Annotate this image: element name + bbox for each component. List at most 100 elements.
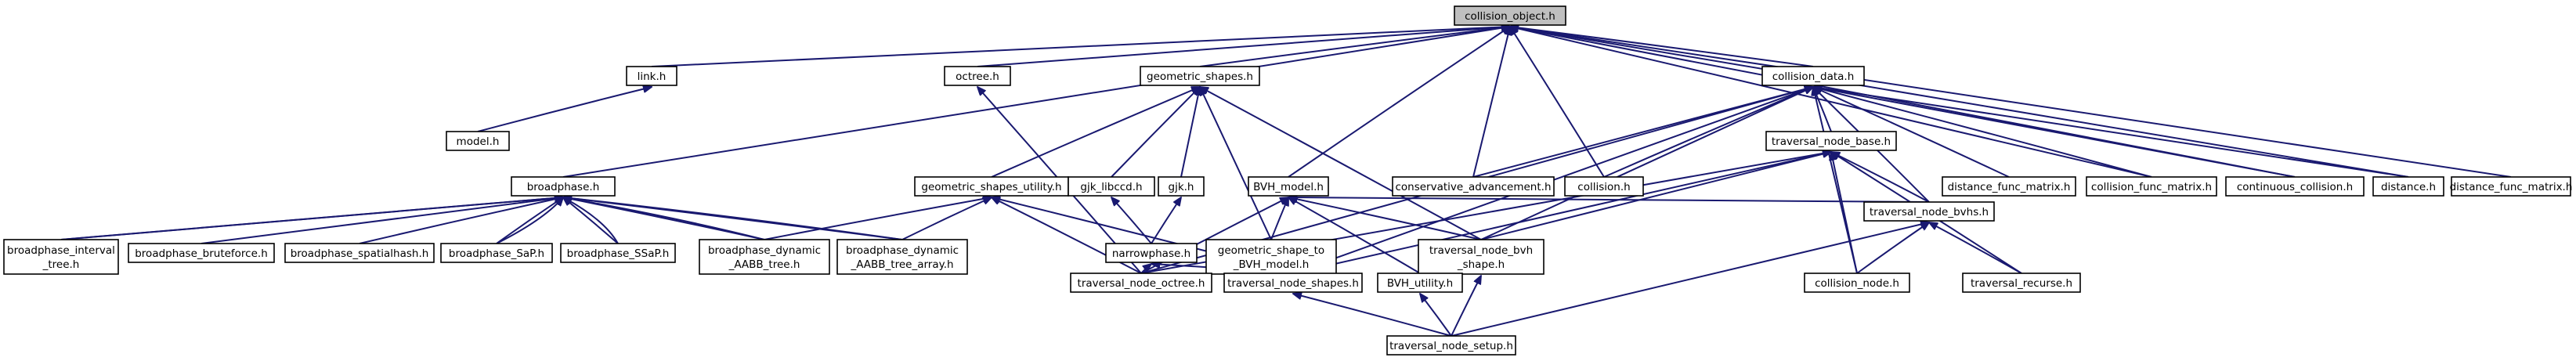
node-box[interactable] [128, 243, 275, 263]
node-broadphase-spatialhash[interactable]: broadphase_spatialhash.h [284, 243, 435, 263]
node-box[interactable] [1068, 176, 1155, 197]
node-broadphase[interactable]: broadphase.h [511, 176, 616, 197]
node-octree[interactable]: octree.h [944, 66, 1011, 86]
node-box[interactable] [511, 176, 616, 197]
node-geometric-shape-to-bvh-model[interactable]: geometric_shape_to_BVH_model.h [1205, 239, 1337, 275]
node-label: broadphase_dynamic [708, 244, 821, 257]
edge-traversal_node_bvh_shape-to-collision_data [1480, 87, 1813, 240]
edge-gjk_libccd-to-geometric_shapes [1111, 87, 1200, 178]
node-label: model.h [457, 135, 500, 148]
node-narrowphase[interactable]: narrowphase.h [1105, 243, 1198, 263]
node-distance-func-matrix-2[interactable]: distance_func_matrix.h [2450, 176, 2573, 197]
node-label: _AABB_tree_array.h [850, 258, 953, 271]
node-broadphase-ssap[interactable]: broadphase_SSaP.h [560, 243, 676, 263]
edge-traversal_recurse-to-traversal_node_bvhs [1929, 222, 2022, 274]
node-geometric-shapes[interactable]: geometric_shapes.h [1140, 66, 1260, 86]
node-broadphase-interval-tree[interactable]: broadphase_interval_tree.h [3, 239, 119, 275]
node-box[interactable] [1140, 66, 1260, 86]
node-box[interactable] [2086, 176, 2217, 197]
node-gjk[interactable]: gjk.h [1158, 176, 1205, 197]
node-label: traversal_node_shapes.h [1227, 277, 1359, 290]
node-box[interactable] [1761, 66, 1865, 86]
node-label: broadphase_bruteforce.h [135, 247, 268, 260]
node-collision[interactable]: collision.h [1564, 176, 1644, 197]
node-box[interactable] [914, 176, 1069, 197]
node-box[interactable] [3, 239, 119, 275]
node-traversal-node-bvh-shape[interactable]: traversal_node_bvh_shape.h [1418, 239, 1545, 275]
node-traversal-node-shapes[interactable]: traversal_node_shapes.h [1223, 273, 1363, 293]
node-traversal-node-base[interactable]: traversal_node_base.h [1765, 131, 1897, 151]
edge-collision_func_matrix-to-collision_object [1510, 27, 2152, 178]
node-box[interactable] [2451, 176, 2571, 197]
node-gjk-libccd[interactable]: gjk_libccd.h [1068, 176, 1155, 197]
node-broadphase-dynamic-aabb-tree-array[interactable]: broadphase_dynamic_AABB_tree_array.h [836, 239, 968, 275]
edge-broadphase_sap-to-broadphase [496, 197, 563, 244]
node-label: collision_object.h [1465, 10, 1555, 23]
node-box[interactable] [1765, 131, 1897, 151]
node-collision-data[interactable]: collision_data.h [1761, 66, 1865, 86]
node-box[interactable] [1564, 176, 1644, 197]
node-label: traversal_node_bvhs.h [1870, 206, 1989, 218]
node-broadphase-sap[interactable]: broadphase_SaP.h [440, 243, 553, 263]
node-distance[interactable]: distance.h [2372, 176, 2444, 197]
node-box[interactable] [1223, 273, 1363, 293]
node-box[interactable] [1804, 273, 1910, 293]
node-box[interactable] [1454, 5, 1566, 26]
node-link[interactable]: link.h [626, 66, 677, 86]
node-collision-object[interactable]: collision_object.h [1454, 5, 1566, 26]
node-collision-func-matrix[interactable]: collision_func_matrix.h [2086, 176, 2217, 197]
node-box[interactable] [1248, 176, 1329, 197]
node-box[interactable] [1392, 176, 1555, 197]
node-label: distance_func_matrix.h [2450, 181, 2573, 193]
edge-narrowphase-to-gjk [1151, 197, 1181, 244]
edge-traversal_node_octree-to-bvh_model [1140, 197, 1288, 274]
node-box[interactable] [836, 239, 968, 275]
node-bvh-utility[interactable]: BVH_utility.h [1377, 273, 1463, 293]
edge-collision_data-to-collision_object [1510, 27, 1814, 67]
edge-distance_func_matrix_2-to-collision_object [1510, 27, 2512, 178]
node-traversal-node-bvhs[interactable]: traversal_node_bvhs.h [1863, 201, 1995, 222]
node-box[interactable] [440, 243, 553, 263]
edge-bvh_utility-to-bvh_model [1288, 197, 1421, 274]
node-traversal-recurse[interactable]: traversal_recurse.h [1962, 273, 2081, 293]
edge-collision_func_matrix-to-collision_data [1813, 87, 2152, 178]
node-model[interactable]: model.h [446, 131, 510, 151]
node-label: conservative_advancement.h [1395, 181, 1551, 193]
edge-continuous_collision-to-collision_data [1813, 87, 2296, 178]
node-label: distance_func_matrix.h [1948, 181, 2071, 193]
node-box[interactable] [1158, 176, 1205, 197]
node-box[interactable] [284, 243, 435, 263]
node-box[interactable] [1863, 201, 1995, 222]
node-label: broadphase_spatialhash.h [291, 247, 429, 260]
node-box[interactable] [1418, 239, 1545, 275]
node-collision-node[interactable]: collision_node.h [1804, 273, 1910, 293]
node-label: collision.h [1577, 181, 1630, 193]
edge-traversal_node_octree-to-geometric_shapes_utility [992, 197, 1142, 274]
node-broadphase-dynamic-aabb-tree[interactable]: broadphase_dynamic_AABB_tree.h [699, 239, 830, 275]
node-box[interactable] [1942, 176, 2076, 197]
node-box[interactable] [1386, 335, 1516, 356]
node-conservative-advancement[interactable]: conservative_advancement.h [1392, 176, 1555, 197]
node-box[interactable] [2225, 176, 2365, 197]
node-box[interactable] [1377, 273, 1463, 293]
node-box[interactable] [1962, 273, 2081, 293]
node-box[interactable] [1205, 239, 1337, 275]
node-geometric-shapes-utility[interactable]: geometric_shapes_utility.h [914, 176, 1069, 197]
node-traversal-node-setup[interactable]: traversal_node_setup.h [1386, 335, 1516, 356]
node-box[interactable] [446, 131, 510, 151]
node-continuous-collision[interactable]: continuous_collision.h [2225, 176, 2365, 197]
node-box[interactable] [1105, 243, 1198, 263]
node-box[interactable] [626, 66, 677, 86]
node-box[interactable] [560, 243, 676, 263]
edge-geometric_shape_to_bvh_model-to-geometric_shapes [1200, 87, 1272, 240]
node-box[interactable] [2372, 176, 2444, 197]
node-distance-func-matrix[interactable]: distance_func_matrix.h [1942, 176, 2076, 197]
node-box[interactable] [944, 66, 1011, 86]
node-traversal-node-octree[interactable]: traversal_node_octree.h [1070, 273, 1212, 293]
node-bvh-model[interactable]: BVH_model.h [1248, 176, 1329, 197]
node-box[interactable] [699, 239, 830, 275]
node-broadphase-bruteforce[interactable]: broadphase_bruteforce.h [128, 243, 275, 263]
edge-traversal_node_bvh_shape-to-bvh_model [1288, 197, 1482, 240]
node-box[interactable] [1070, 273, 1212, 293]
